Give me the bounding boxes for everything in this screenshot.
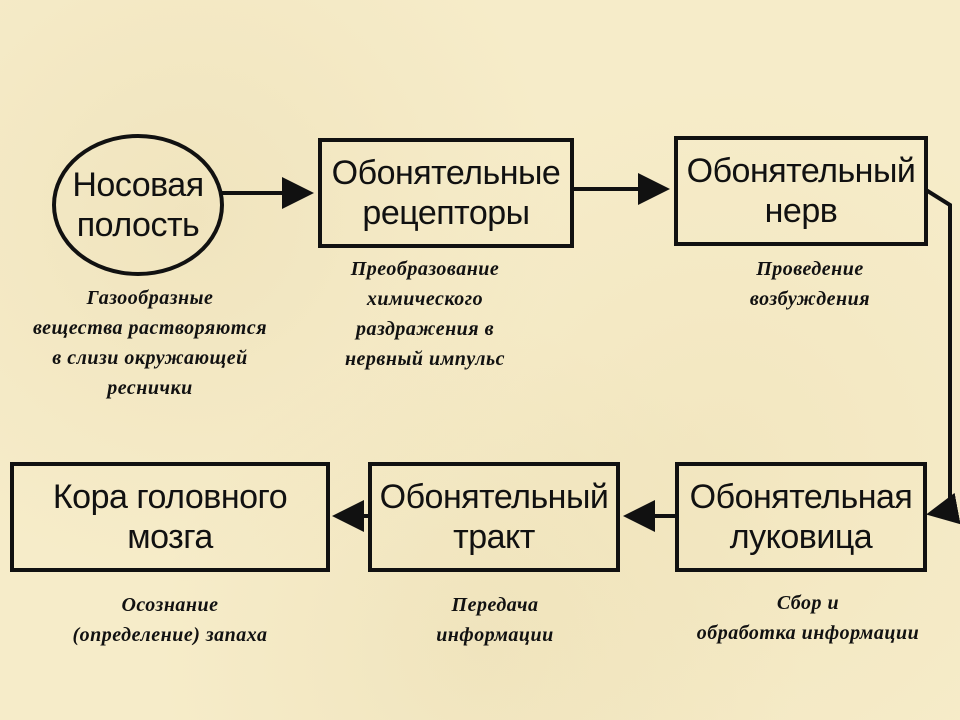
node-receptors-line-2: рецепторы (362, 194, 530, 232)
node-tract-line-2: тракт (453, 518, 535, 556)
arrow-nerve-to-bulb (924, 188, 960, 525)
node-tract: Обонятельный тракт (368, 462, 620, 572)
node-receptors-line-1: Обонятельные (331, 154, 561, 192)
node-bulb: Обонятельная луковица (675, 462, 927, 572)
node-nasal-cavity: Носовая полость (52, 134, 224, 276)
caption-nasal-cavity-line-3: в слизи окружающей (52, 347, 248, 369)
node-bulb-line-1: Обонятельная (689, 478, 913, 516)
caption-nasal-cavity-line-4: реснички (107, 377, 193, 399)
caption-receptors-line-4: нервный импульс (344, 348, 506, 370)
caption-bulb: Сбор и обработка информации (660, 588, 956, 648)
caption-cortex-line-1: Осознание (121, 594, 219, 616)
caption-tract: Передача информации (390, 590, 600, 650)
caption-nerve: Проведение возбуждения (700, 254, 920, 314)
caption-nasal-cavity-line-1: Газообразные (86, 287, 214, 309)
node-cortex: Кора головного мозга (10, 462, 330, 572)
caption-bulb-line-2: обработка информации (696, 622, 920, 644)
node-nasal-cavity-line-1: Носовая (72, 166, 204, 204)
node-nasal-cavity-line-2: полость (76, 206, 200, 244)
caption-nasal-cavity-line-2: вещества растворяются (32, 317, 268, 339)
caption-nerve-line-1: Проведение (756, 258, 864, 280)
caption-receptors-line-2: химического (366, 288, 484, 310)
caption-tract-line-2: информации (436, 624, 554, 646)
caption-receptors-line-3: раздражения в (355, 318, 495, 340)
node-nerve-line-1: Обонятельный (686, 152, 916, 190)
node-bulb-line-2: луковица (729, 518, 873, 556)
node-tract-line-1: Обонятельный (379, 478, 609, 516)
caption-receptors: Преобразование химического раздражения в… (305, 254, 545, 374)
node-nerve: Обонятельный нерв (674, 136, 928, 246)
node-receptors: Обонятельные рецепторы (318, 138, 574, 248)
node-nerve-line-2: нерв (764, 192, 838, 230)
caption-cortex-line-2: (определение) запаха (72, 624, 268, 646)
caption-nerve-line-2: возбуждения (749, 288, 871, 310)
node-cortex-line-2: мозга (127, 518, 213, 556)
caption-receptors-line-1: Преобразование (350, 258, 500, 280)
caption-tract-line-1: Передача (451, 594, 539, 616)
caption-bulb-line-1: Сбор и (776, 592, 840, 614)
caption-cortex: Осознание (определение) запаха (20, 590, 320, 650)
caption-nasal-cavity: Газообразные вещества растворяются в сли… (0, 283, 300, 403)
node-cortex-line-1: Кора головного (52, 478, 288, 516)
